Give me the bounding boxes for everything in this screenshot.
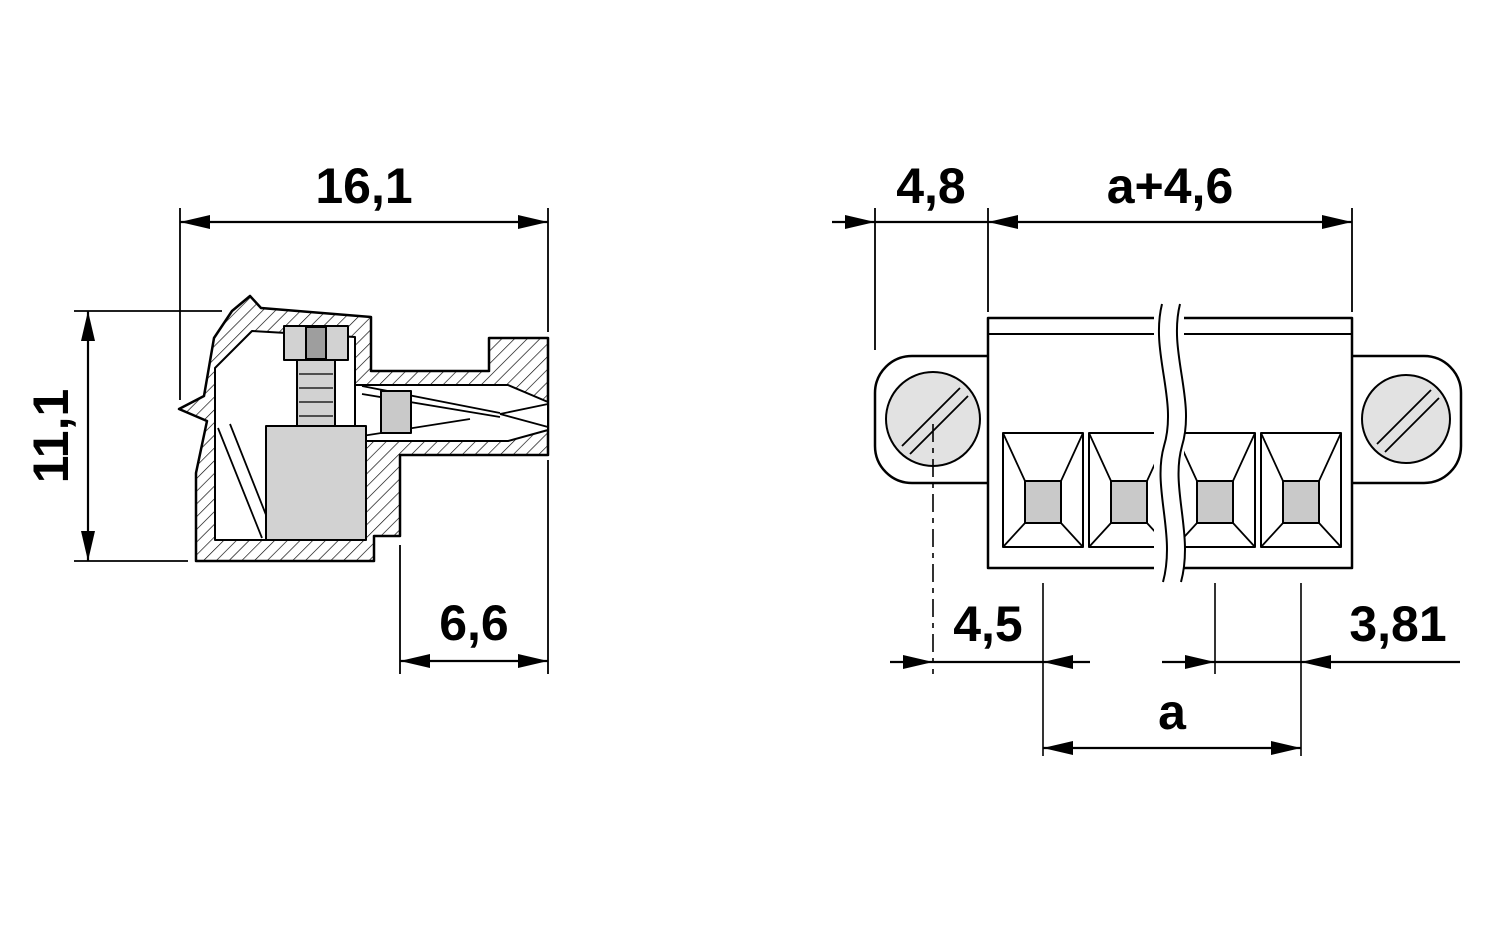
clamp-body	[265, 425, 367, 541]
dimension-pin-span: a	[1043, 684, 1301, 755]
dimension-label-overall-width: 16,1	[315, 158, 412, 214]
dimension-overall-height: 11,1	[23, 310, 222, 562]
arrowhead-right	[1301, 655, 1331, 669]
arrowhead-left	[180, 215, 210, 229]
extension-line	[874, 208, 1353, 350]
break-curve-right	[1176, 303, 1187, 583]
break-mask	[1154, 303, 1184, 585]
arrowhead-body-right	[1322, 215, 1352, 229]
arrowhead-bottom	[81, 531, 95, 561]
break-curve-left	[1158, 303, 1169, 583]
funnel-guide-lines	[499, 403, 549, 428]
arrowhead-left	[1185, 655, 1215, 669]
arrowhead-right	[518, 654, 548, 668]
screw-slot-lines	[901, 387, 969, 455]
arrowhead-left	[400, 654, 430, 668]
contact-insert	[1282, 480, 1320, 524]
funnel-edges	[1174, 432, 1256, 548]
extension-line	[179, 208, 549, 400]
screw-slot-lines	[1376, 389, 1440, 453]
dimension-socket-depth: 6,6	[399, 460, 549, 674]
dimension-label-screw-to-pin: 4,5	[953, 596, 1023, 652]
arrowhead-right	[1043, 655, 1073, 669]
screw-shaft	[296, 359, 336, 431]
contact-insert	[1196, 480, 1234, 524]
dimension-screw-to-pin: 4,5	[890, 596, 1090, 669]
extension-line	[399, 460, 549, 674]
dimension-overall-width: 16,1	[179, 158, 549, 400]
terminal-opening-4	[1260, 432, 1342, 548]
dimension-top: 4,8 a+4,6	[832, 158, 1353, 350]
terminal-opening-3	[1174, 432, 1256, 548]
dimension-label-pin-span: a	[1158, 684, 1187, 740]
break-lines	[1154, 303, 1187, 585]
dimension-label-flange-width: 4,8	[896, 158, 966, 214]
dimension-label-body-width: a+4,6	[1107, 158, 1234, 214]
arrowhead-left	[1043, 741, 1073, 755]
front-view: 4,8 a+4,6 4,5 3,81 a	[832, 158, 1463, 756]
screw-slot	[305, 326, 327, 360]
dimension-label-overall-height: 11,1	[23, 389, 79, 484]
arrowhead-right	[518, 215, 548, 229]
screw-circle	[1361, 374, 1451, 464]
arrowhead-left	[903, 655, 933, 669]
dimension-pin-pitch: 3,81	[1162, 596, 1460, 669]
contact-insert	[1110, 480, 1148, 524]
arrowhead-body-left	[988, 215, 1018, 229]
dimension-label-socket-depth: 6,6	[439, 595, 509, 651]
extension-line	[74, 310, 222, 562]
right-flange-screw	[1361, 374, 1451, 464]
terminal-opening-1	[1002, 432, 1084, 548]
side-section-view: 16,1 11,1 6,6	[23, 158, 550, 674]
funnel-edges	[1002, 432, 1084, 548]
arrowhead-right	[1271, 741, 1301, 755]
screw-thread-lines	[299, 373, 333, 417]
arrowhead-top	[81, 311, 95, 341]
funnel-edges	[1260, 432, 1342, 548]
dimension-label-pin-pitch: 3,81	[1349, 596, 1446, 652]
pin-section	[380, 390, 412, 434]
arrowhead-flange	[845, 215, 875, 229]
contact-insert	[1024, 480, 1062, 524]
